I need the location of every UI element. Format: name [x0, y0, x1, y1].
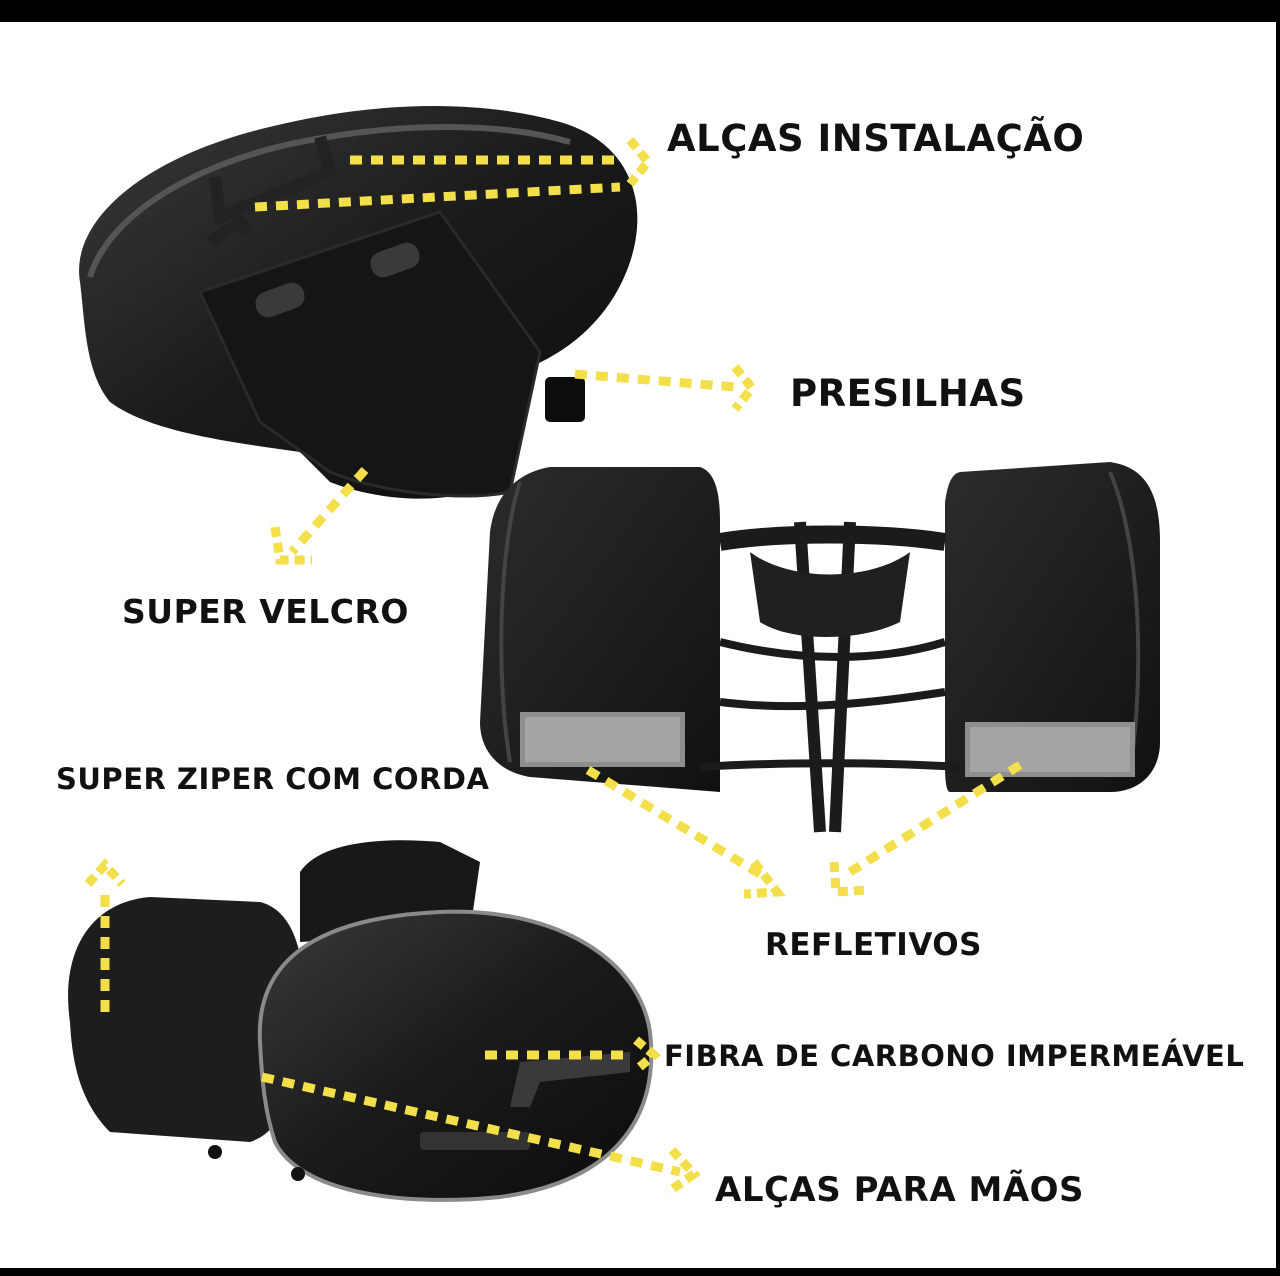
label-presilhas: PRESILHAS: [790, 372, 1026, 415]
top-saddlebag-image: [79, 105, 638, 499]
pointer-arrows: [84, 137, 1023, 1196]
middle-saddlebags-image: [480, 462, 1160, 833]
label-alcas-instalacao: ALÇAS INSTALAÇÃO: [667, 117, 1085, 160]
label-alcas-para-maos: ALÇAS PARA MÃOS: [715, 1170, 1085, 1210]
label-super-velcro: SUPER VELCRO: [122, 592, 409, 631]
bottom-saddlebags-image: [68, 840, 654, 1202]
label-refletivos: REFLETIVOS: [765, 927, 982, 963]
product-illustration: [68, 105, 1160, 1202]
label-super-ziper-com-corda: SUPER ZIPER COM CORDA: [56, 762, 490, 796]
product-infographic: ALÇAS INSTALAÇÃO PRESILHAS SUPER VELCRO …: [0, 22, 1276, 1268]
label-fibra-de-carbono: FIBRA DE CARBONO IMPERMEÁVEL: [664, 1039, 1245, 1073]
